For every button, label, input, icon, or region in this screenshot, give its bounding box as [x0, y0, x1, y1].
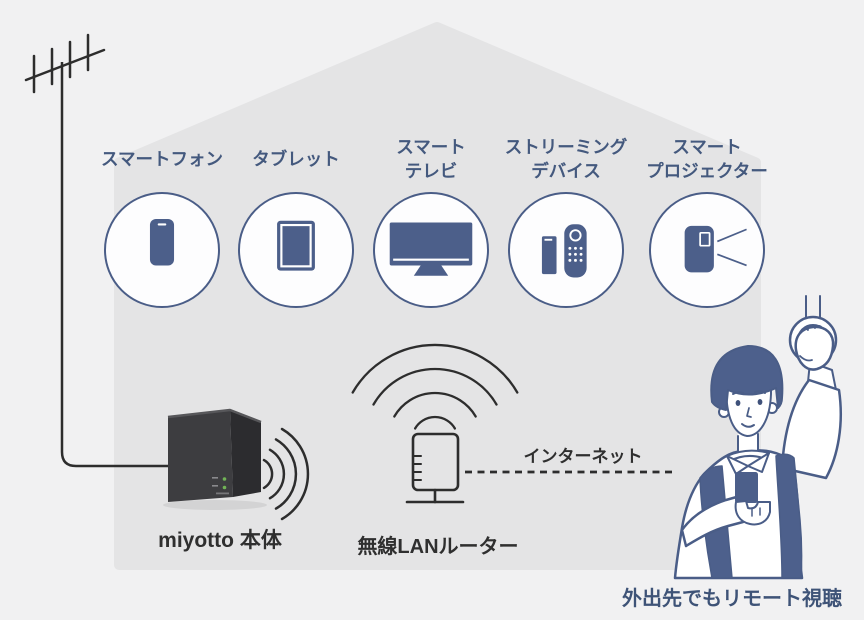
- miyotto-device: [163, 408, 267, 510]
- device-streaming: ストリーミング デバイス: [491, 134, 641, 308]
- person-eye-right: [757, 399, 763, 405]
- device-label: スマート テレビ: [356, 134, 506, 184]
- miyotto-wifi-waves-icon: [262, 427, 310, 521]
- device-label-line2: プロジェクター: [646, 161, 768, 181]
- device-tablet: タブレット: [221, 134, 371, 308]
- internet-label: インターネット: [523, 447, 643, 466]
- device-label-line1: スマートフォン: [101, 149, 223, 169]
- device-smart-projector: スマート プロジェクター: [632, 134, 782, 308]
- device-label-line2: デバイス: [531, 161, 601, 181]
- shirt-collar: [726, 449, 770, 475]
- smart-tv-icon: [389, 222, 473, 276]
- fist-finger-lines: [799, 325, 823, 362]
- device-circle: [649, 192, 765, 308]
- device-label-line1: スマート: [672, 137, 742, 157]
- miyotto-label: miyotto 本体: [158, 529, 282, 552]
- device-label: タブレット: [221, 134, 371, 184]
- router-wifi-waves-icon: [351, 343, 519, 430]
- device-circle: [238, 192, 354, 308]
- person-phone: [735, 472, 758, 503]
- hand-finger-lines: [751, 507, 761, 517]
- device-circle: [104, 192, 220, 308]
- device-label-line1: スマート: [396, 137, 466, 157]
- device-label: ストリーミング デバイス: [491, 134, 641, 184]
- person-raised-arm-sleeve: [780, 378, 842, 480]
- tv-antenna-icon: [24, 33, 106, 94]
- person-neck: [738, 434, 758, 452]
- person-face-features: [732, 390, 766, 428]
- device-label: スマート プロジェクター: [632, 134, 782, 184]
- device-label-line1: タブレット: [252, 149, 340, 169]
- person-with-phone-illustration: [673, 295, 842, 580]
- router-label: 無線LANルーター: [357, 536, 519, 558]
- device-label-line2: テレビ: [404, 161, 458, 181]
- device-label: スマートフォン: [87, 134, 237, 184]
- device-label-line1: ストリーミング: [504, 137, 628, 157]
- device-smartphone: スマートフォン: [87, 134, 237, 308]
- person-fist: [794, 325, 835, 371]
- remote-viewing-label: 外出先でもリモート視聴: [622, 588, 842, 610]
- backpack-strap-right: [775, 453, 803, 579]
- smart-projector-icon: [684, 225, 747, 273]
- person-hair: [710, 345, 784, 411]
- router-icon: [405, 432, 465, 504]
- antenna-cable: [60, 62, 172, 468]
- device-circle: [508, 192, 624, 308]
- tablet-icon: [277, 220, 315, 271]
- person-eye-left: [735, 400, 741, 406]
- device-smart-tv: スマート テレビ: [356, 134, 506, 308]
- smartphone-icon: [149, 219, 175, 266]
- neck-lines: [737, 433, 759, 453]
- device-circle: [373, 192, 489, 308]
- streaming-device-icon: [541, 224, 587, 278]
